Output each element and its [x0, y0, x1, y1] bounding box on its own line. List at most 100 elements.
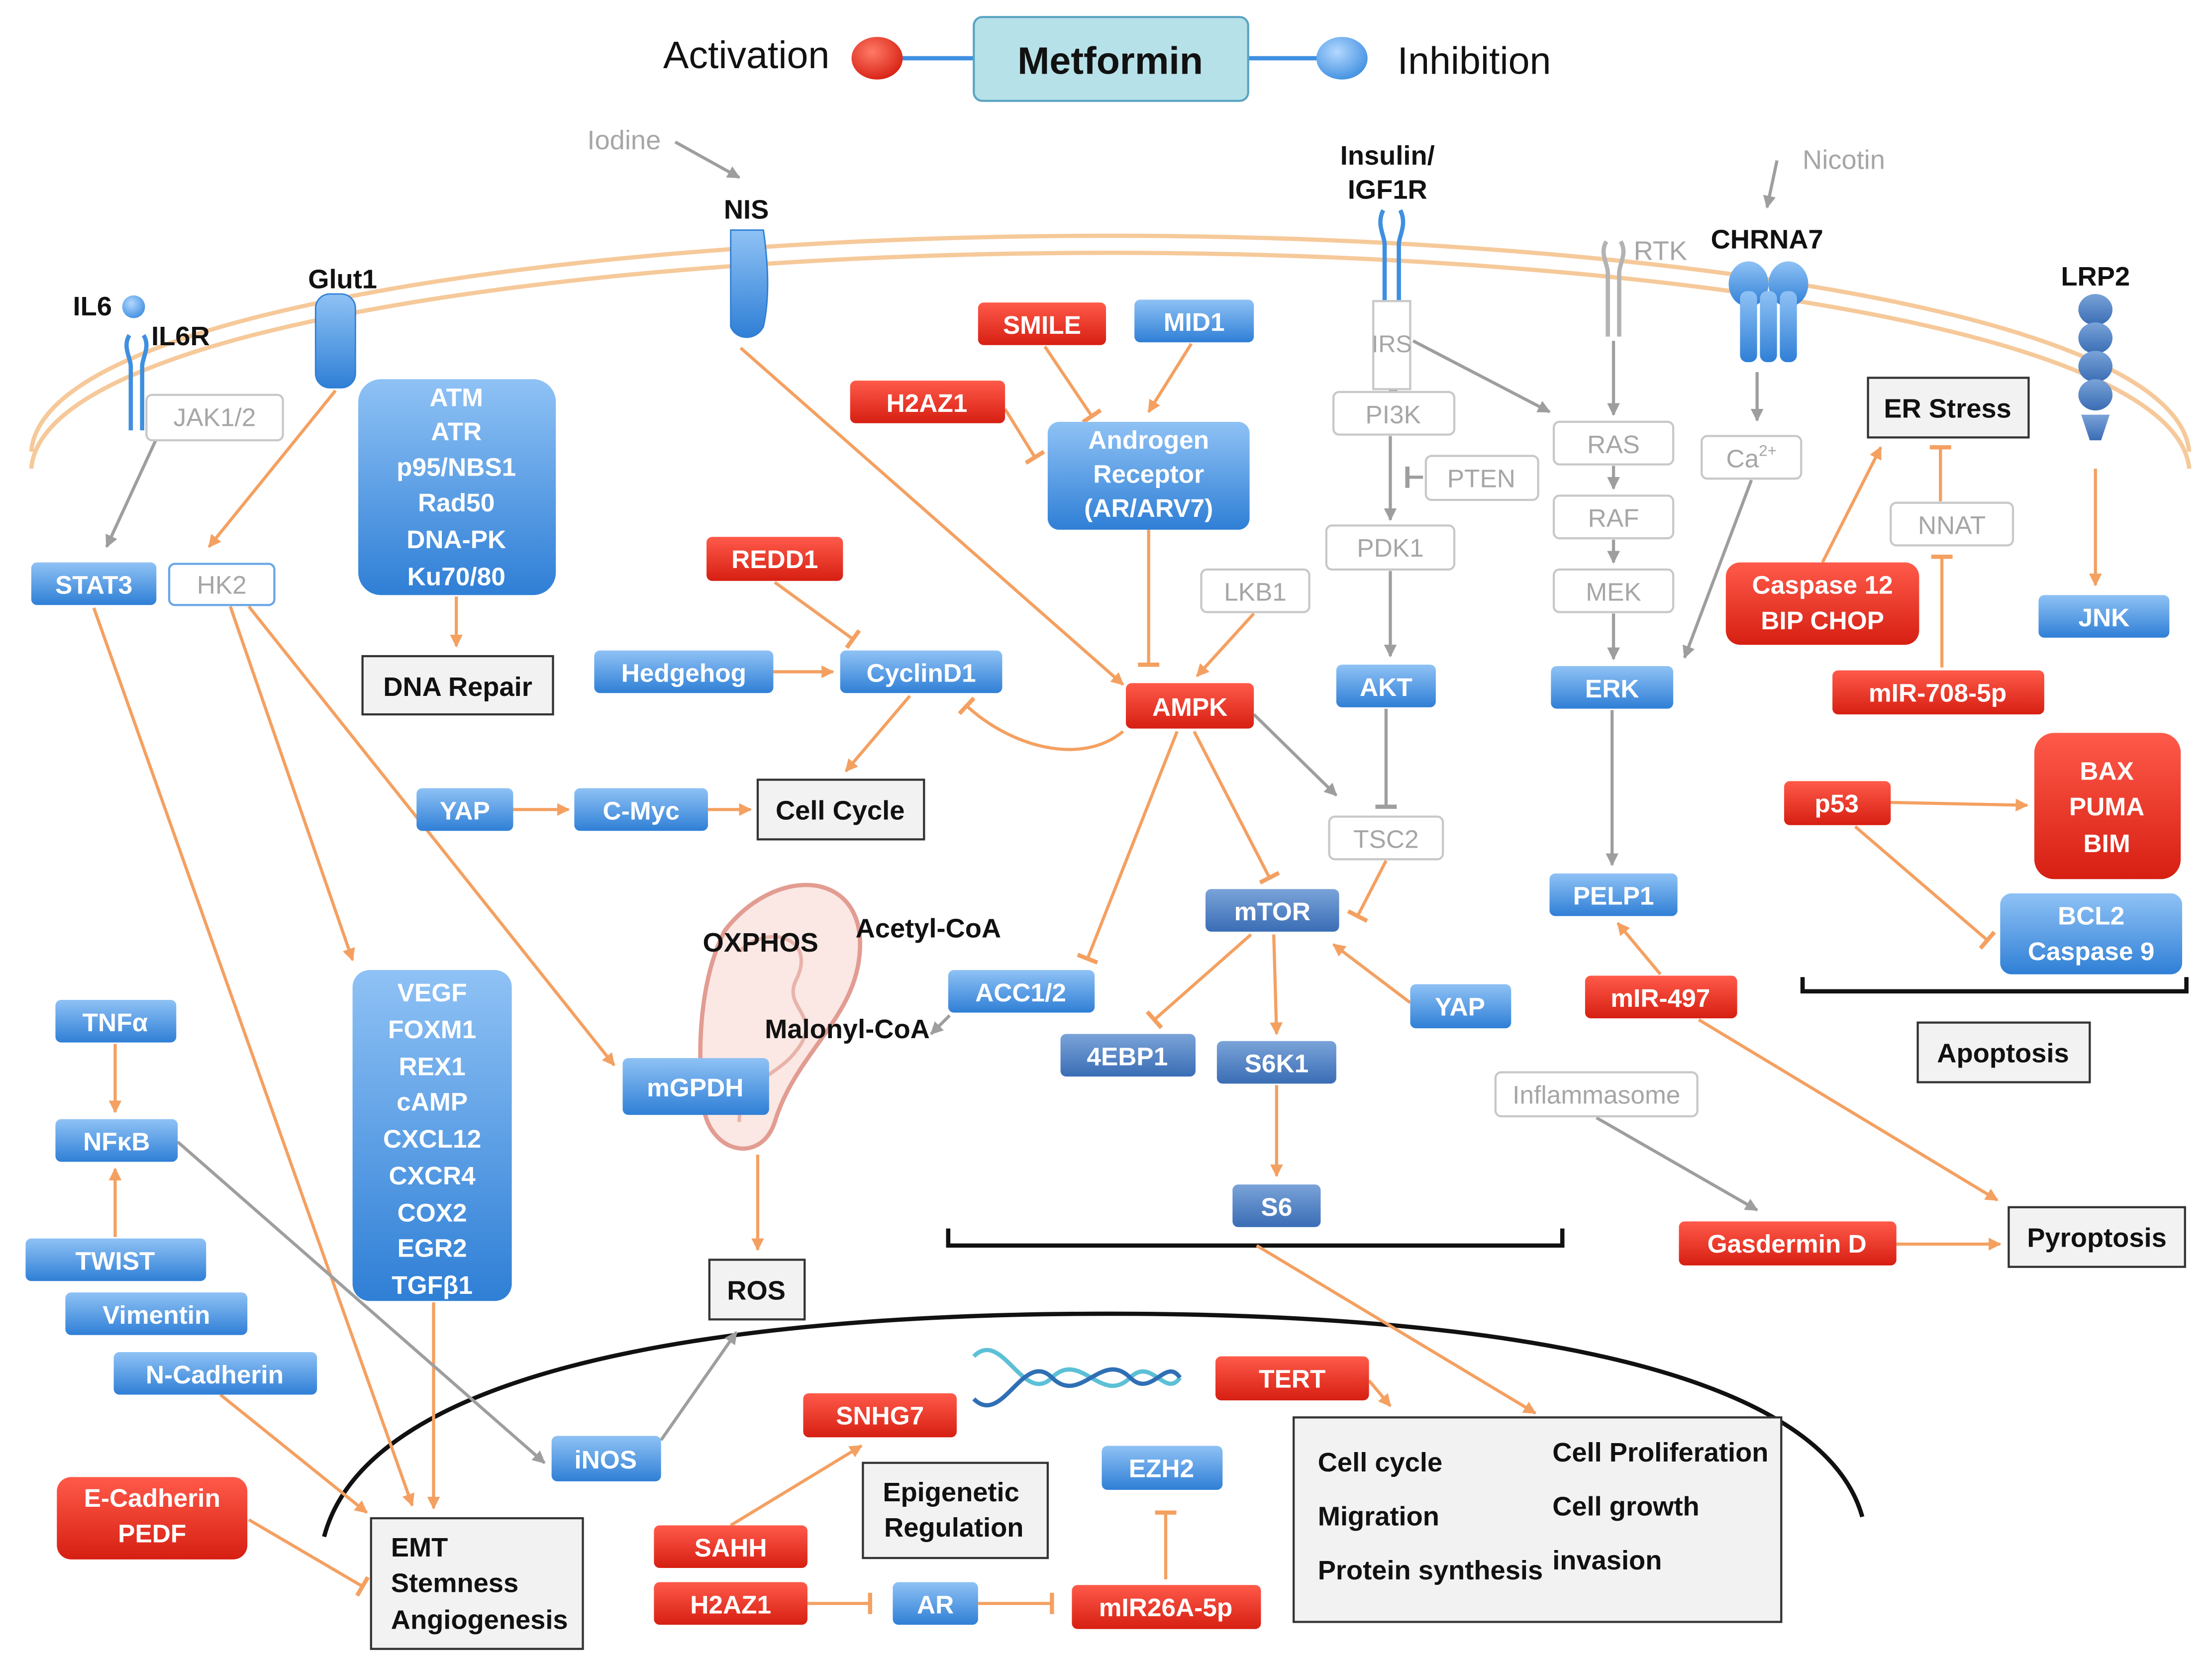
pi3k-node: PI3K	[1332, 390, 1456, 436]
svg-text:CXCL12: CXCL12	[383, 1124, 481, 1153]
svg-text:Rad50: Rad50	[418, 488, 495, 517]
svg-text:BIP CHOP: BIP CHOP	[1761, 606, 1884, 635]
rtk-label: RTK	[1634, 236, 1688, 266]
svg-text:PEDF: PEDF	[118, 1519, 186, 1548]
cyclind1-node: CyclinD1	[840, 650, 1003, 693]
inflammasome-node: Inflammasome	[1494, 1071, 1699, 1118]
stat3-node: STAT3	[31, 562, 157, 605]
edge-acc-malonylcoa	[930, 1014, 951, 1035]
svg-text:JNK: JNK	[2078, 603, 2129, 632]
svg-text:BIM: BIM	[2083, 829, 2130, 858]
svg-text:IRS: IRS	[1372, 331, 1412, 358]
ecadherin-pedf-node: E-Cadherin PEDF	[57, 1477, 248, 1559]
svg-text:Gasdermin D: Gasdermin D	[1708, 1229, 1867, 1258]
insulin-label: Insulin/	[1340, 141, 1435, 171]
edge-tert-outcomes	[1368, 1379, 1392, 1407]
tnfa-node: TNFα	[55, 999, 177, 1043]
lrp2-receptor-icon	[2078, 293, 2112, 441]
dna-helix-icon	[972, 1348, 1182, 1408]
svg-text:RAF: RAF	[1588, 503, 1639, 532]
svg-text:Pyroptosis: Pyroptosis	[2027, 1223, 2166, 1253]
svg-text:HK2: HK2	[197, 570, 247, 599]
edge-mtor-4ebp1	[1145, 933, 1252, 1029]
svg-text:PELP1: PELP1	[1573, 881, 1654, 910]
igf1r-receptor-icon	[1378, 209, 1406, 303]
yap-left-node: YAP	[416, 788, 513, 831]
ncadherin-node: N-Cadherin	[113, 1352, 317, 1395]
legend-activation-label: Activation	[663, 34, 829, 77]
svg-text:AMPK: AMPK	[1152, 692, 1227, 721]
lrp2-label: LRP2	[2061, 262, 2130, 292]
svg-text:Inflammasome: Inflammasome	[1512, 1080, 1680, 1109]
svg-text:ATR: ATR	[431, 417, 482, 446]
igf1r-label: IGF1R	[1348, 175, 1427, 205]
ar-bottom-node: AR	[893, 1582, 978, 1625]
edge-ampk-acc	[1077, 731, 1179, 965]
jnk-node: JNK	[2038, 595, 2170, 638]
svg-text:TERT: TERT	[1259, 1364, 1325, 1393]
raf-node: RAF	[1552, 494, 1675, 540]
inhibition-symbol-icon	[1316, 37, 1368, 80]
svg-text:DNA Repair: DNA Repair	[383, 672, 532, 702]
svg-text:LKB1: LKB1	[1224, 578, 1287, 606]
svg-text:Vimentin: Vimentin	[102, 1300, 210, 1329]
svg-text:SMILE: SMILE	[1003, 310, 1081, 339]
edge-s6-outcomes	[1256, 1244, 1537, 1415]
svg-text:TWIST: TWIST	[75, 1246, 155, 1275]
labels: Iodine NIS Insulin/ IGF1R Nicotin RTK CH…	[73, 125, 2130, 1044]
edge-ampk-tsc2	[1252, 713, 1338, 797]
svg-text:CyclinD1: CyclinD1	[867, 658, 976, 687]
twist-node: TWIST	[25, 1238, 206, 1281]
svg-text:BAX: BAX	[2080, 756, 2134, 785]
dna-repair-proteins-node: ATM ATR p95/NBS1 Rad50 DNA-PK Ku70/80	[358, 379, 556, 595]
epigenetic-outcome: Epigenetic Regulation	[862, 1461, 1049, 1559]
rtk-receptor-icon	[1601, 240, 1626, 337]
activation-symbol-icon	[851, 37, 903, 80]
svg-text:Stemness: Stemness	[391, 1568, 518, 1598]
svg-text:Ca2+: Ca2+	[1726, 442, 1777, 473]
svg-text:Cell Cycle: Cell Cycle	[776, 795, 905, 825]
svg-text:mIR-708-5p: mIR-708-5p	[1869, 678, 2007, 707]
pathway-nodes: JAK1/2 STAT3 HK2 ATM ATR p95/NBS1 Rad50 …	[25, 299, 2186, 1650]
svg-text:H2AZ1: H2AZ1	[887, 389, 968, 417]
svg-text:Protein synthesis: Protein synthesis	[1318, 1556, 1543, 1585]
edge-nfkb-inos	[177, 1141, 546, 1464]
s6-node: S6	[1232, 1184, 1321, 1227]
edge-hk2-mgpdh	[247, 605, 615, 1067]
nis-transporter-icon	[730, 229, 769, 338]
oxphos-label: OXPHOS	[703, 928, 818, 958]
edge-hk2-vegf	[228, 606, 355, 962]
svg-text:Receptor: Receptor	[1093, 460, 1204, 488]
lkb1-node: LKB1	[1200, 568, 1310, 613]
edge-caspase12-erstress	[1821, 446, 1883, 564]
svg-text:EMT: EMT	[391, 1533, 448, 1562]
vimentin-node: Vimentin	[65, 1292, 248, 1335]
edge-h2az1-ar	[1004, 408, 1045, 465]
mgpdh-node: mGPDH	[622, 1058, 769, 1115]
bax-puma-bim-node: BAX PUMA BIM	[2034, 733, 2181, 879]
pelp1-node: PELP1	[1549, 873, 1678, 916]
svg-text:ER Stress: ER Stress	[1884, 393, 2011, 423]
pathway-edges	[92, 140, 2102, 1614]
svg-text:H2AZ1: H2AZ1	[690, 1590, 771, 1619]
mtor-node: mTOR	[1206, 889, 1339, 932]
svg-text:S6: S6	[1261, 1192, 1292, 1221]
edge-mtor-s6k1	[1270, 934, 1283, 1036]
emt-outcome: EMT Stemness Angiogenesis	[370, 1517, 584, 1650]
pyroptosis-outcome: Pyroptosis	[2008, 1206, 2186, 1268]
svg-text:STAT3: STAT3	[55, 570, 132, 599]
svg-text:mIR-497: mIR-497	[1610, 983, 1710, 1012]
iodine-label: Iodine	[587, 125, 661, 155]
svg-text:AR: AR	[917, 1590, 954, 1619]
svg-text:iNOS: iNOS	[574, 1445, 637, 1474]
hedgehog-node: Hedgehog	[594, 650, 774, 693]
svg-text:AKT: AKT	[1360, 673, 1412, 701]
svg-text:(AR/ARV7): (AR/ARV7)	[1084, 493, 1213, 522]
svg-text:SNHG7: SNHG7	[836, 1401, 924, 1430]
edge-ampk-mtor	[1193, 730, 1280, 885]
svg-text:mIR26A-5p: mIR26A-5p	[1099, 1593, 1233, 1622]
edge-lkb1-ampk	[1196, 612, 1255, 678]
svg-text:REDD1: REDD1	[731, 545, 818, 574]
pdk1-node: PDK1	[1325, 524, 1456, 571]
erk-node: ERK	[1551, 666, 1674, 709]
